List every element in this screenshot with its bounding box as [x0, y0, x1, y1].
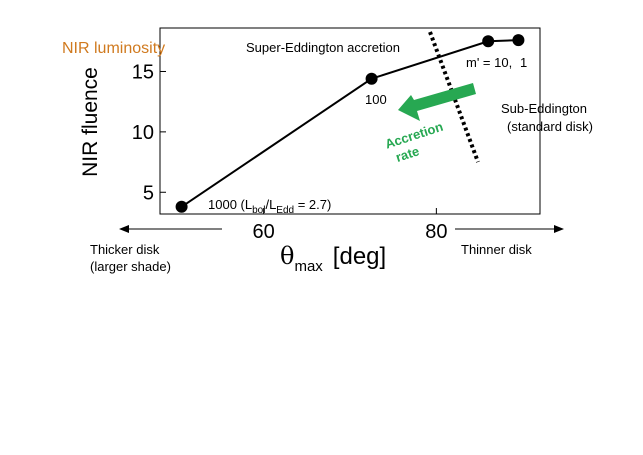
- larger-shade-label: (larger shade): [90, 259, 171, 274]
- mdot-label-10: m' = 10,: [466, 55, 512, 70]
- data-point: [482, 35, 495, 48]
- thicker-disk-label: Thicker disk: [90, 242, 160, 257]
- super-eddington-label: Super-Eddington accretion: [246, 40, 400, 55]
- nir-luminosity-annotation: NIR luminosity: [62, 40, 165, 57]
- series-group: [175, 34, 525, 213]
- x-tick-label: 80: [425, 221, 447, 243]
- point-label-1000: 1000 (Lbol/LEdd = 2.7): [208, 197, 331, 216]
- data-point: [365, 72, 378, 85]
- eddington-boundary-line: [428, 31, 480, 163]
- y-tick-label: 10: [132, 122, 154, 144]
- thinner-disk-label: Thinner disk: [461, 242, 532, 257]
- data-point: [512, 34, 525, 47]
- sub-eddington-label: Sub-Eddington: [501, 101, 587, 116]
- accretion-rate-label: Accretion rate: [383, 119, 445, 165]
- x-axis-label: θmax[deg]: [280, 242, 386, 275]
- standard-disk-label: (standard disk): [507, 119, 593, 134]
- y-tick-label: 5: [143, 182, 154, 204]
- x-tick-label: 60: [253, 221, 275, 243]
- plot-frame: [159, 27, 541, 215]
- point-label-100: 100: [365, 92, 387, 107]
- mdot-label-1: 1: [520, 55, 527, 70]
- svg-text:rate: rate: [394, 143, 421, 165]
- data-point: [175, 200, 188, 213]
- y-tick-label: 15: [132, 61, 154, 83]
- y-axis-label: NIR fluence: [79, 67, 102, 177]
- accretion-arrow: [398, 83, 476, 121]
- series-line: [181, 39, 519, 208]
